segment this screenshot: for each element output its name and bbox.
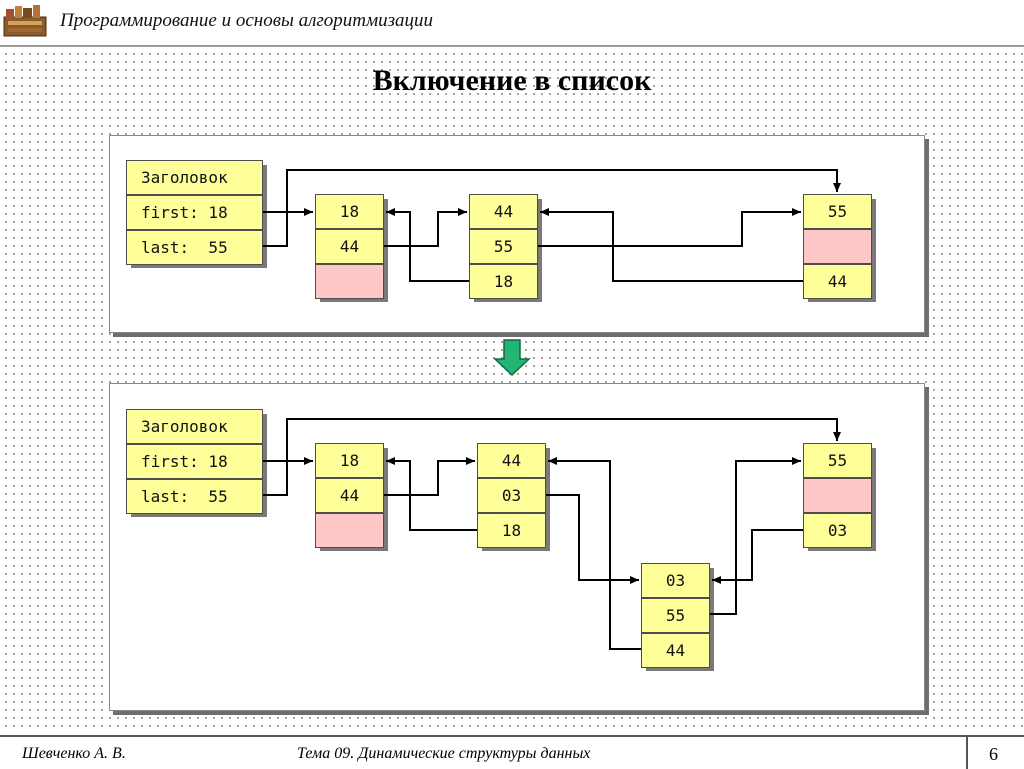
prev-pointer bbox=[712, 529, 803, 584]
slide-title: Включение в список bbox=[372, 64, 652, 97]
footer-author: Шевченко А. В. bbox=[22, 745, 126, 762]
next-pointer bbox=[710, 457, 801, 615]
footer-separator bbox=[966, 737, 968, 769]
page-number: 6 bbox=[989, 744, 998, 764]
node-key: 44 bbox=[469, 194, 538, 229]
node-prev-null bbox=[315, 264, 384, 299]
prev-pointer bbox=[548, 457, 641, 650]
node-key: 44 bbox=[477, 443, 546, 478]
last-pointer bbox=[263, 418, 841, 496]
node-next-inserted: 55 bbox=[641, 598, 710, 633]
node-next: 44 bbox=[315, 229, 384, 264]
node-prev: 44 bbox=[803, 264, 872, 299]
next-pointer bbox=[384, 208, 467, 247]
node-prev: 03 bbox=[803, 513, 872, 548]
node-next: 55 bbox=[469, 229, 538, 264]
node-key: 55 bbox=[803, 443, 872, 478]
node-key: 18 bbox=[315, 443, 384, 478]
node-next-null bbox=[803, 229, 872, 264]
prev-pointer bbox=[540, 208, 803, 282]
last-pointer bbox=[263, 169, 841, 247]
prev-pointer bbox=[386, 208, 469, 282]
node-prev-null bbox=[315, 513, 384, 548]
node-key: 55 bbox=[803, 194, 872, 229]
footer-topic: Тема 09. Динамические структуры данных bbox=[297, 745, 591, 762]
footer: Шевченко А. В. Тема 09. Динамические стр… bbox=[0, 735, 1024, 769]
node-prev-inserted: 44 bbox=[641, 633, 710, 668]
prev-pointer bbox=[386, 457, 477, 531]
list-header-title: Заголовок bbox=[126, 409, 263, 444]
list-header-first: first: 18 bbox=[126, 195, 263, 230]
node-prev: 18 bbox=[477, 513, 546, 548]
node-key: 18 bbox=[315, 194, 384, 229]
list-header-last: last: 55 bbox=[126, 479, 263, 514]
header-divider bbox=[0, 45, 1024, 47]
transition-arrow-icon bbox=[493, 339, 531, 377]
node-next: 03 bbox=[477, 478, 546, 513]
node-next-null bbox=[803, 478, 872, 513]
node-next: 44 bbox=[315, 478, 384, 513]
next-pointer bbox=[538, 208, 801, 247]
node-prev: 18 bbox=[469, 264, 538, 299]
next-pointer bbox=[384, 457, 475, 496]
node-key-inserted: 03 bbox=[641, 563, 710, 598]
books-logo-icon bbox=[3, 5, 47, 37]
list-header-last: last: 55 bbox=[126, 230, 263, 265]
list-header-first: first: 18 bbox=[126, 444, 263, 479]
list-header-title: Заголовок bbox=[126, 160, 263, 195]
next-pointer bbox=[546, 494, 639, 584]
header-title: Программирование и основы алгоритмизации bbox=[60, 10, 434, 31]
